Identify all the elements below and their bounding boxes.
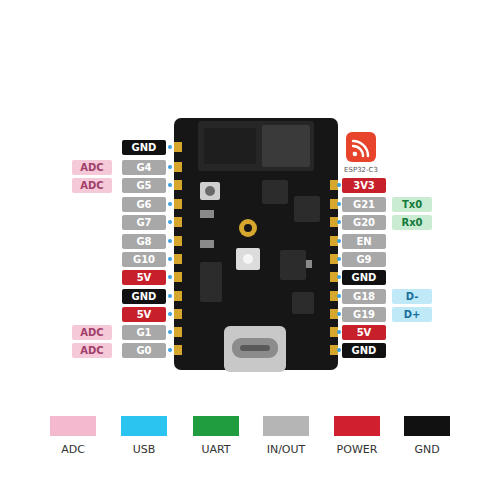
legend-text: USB	[133, 443, 156, 456]
pin-name: GND	[132, 289, 157, 304]
pin-name: G18	[353, 289, 375, 304]
pin-name: G0	[136, 343, 151, 358]
gnd-pin-label: GND	[122, 140, 166, 155]
io-pin-label: G6	[122, 197, 166, 212]
legend-swatch	[404, 416, 450, 436]
legend-text: UART	[201, 443, 230, 456]
pin-name: G9	[356, 252, 371, 267]
io-pin-label: G1	[122, 325, 166, 340]
legend-swatch	[121, 416, 167, 436]
pin-name: G10	[133, 252, 155, 267]
io-pin-label: G18	[342, 289, 386, 304]
pin-name: ADC	[80, 343, 103, 358]
legend-swatch	[263, 416, 309, 436]
io-pin-label: G20	[342, 215, 386, 230]
io-pin-label: G9	[342, 252, 386, 267]
io-pin-label: G19	[342, 307, 386, 322]
io-pin-label: G10	[122, 252, 166, 267]
io-pin-label: G5	[122, 178, 166, 193]
adc-tag: ADC	[72, 178, 112, 193]
pin-name: G1	[136, 325, 151, 340]
pin-name: Tx0	[402, 197, 422, 212]
legend-text: GND	[414, 443, 439, 456]
pin-name: G4	[136, 160, 151, 175]
gnd-pin-label: GND	[122, 289, 166, 304]
pin-name: GND	[132, 140, 157, 155]
usb-tag: D-	[392, 289, 432, 304]
legend-swatch	[50, 416, 96, 436]
pin-name: G19	[353, 307, 375, 322]
pin-name: G20	[353, 215, 375, 230]
io-pin-label: G7	[122, 215, 166, 230]
pin-name: 3V3	[353, 178, 375, 193]
legend-text: POWER	[337, 443, 378, 456]
pin-name: GND	[352, 343, 377, 358]
pin-name: G7	[136, 215, 151, 230]
adc-tag: ADC	[72, 325, 112, 340]
power-pin-label: 5V	[122, 270, 166, 285]
pin-name: ADC	[80, 160, 103, 175]
uart-tag: Rx0	[392, 215, 432, 230]
pin-name: GND	[352, 270, 377, 285]
pin-name: 5V	[137, 270, 152, 285]
io-pin-label: G21	[342, 197, 386, 212]
gnd-pin-label: GND	[342, 343, 386, 358]
power-pin-label: 5V	[342, 325, 386, 340]
pin-name: 5V	[137, 307, 152, 322]
pin-name: Rx0	[401, 215, 422, 230]
legend-text: IN/OUT	[267, 443, 306, 456]
pin-name: ADC	[80, 178, 103, 193]
power-pin-label: 5V	[122, 307, 166, 322]
chip-name: ESP32-C3	[344, 166, 378, 174]
io-pin-label: G4	[122, 160, 166, 175]
io-pin-label: EN	[342, 234, 386, 249]
pin-name: EN	[356, 234, 371, 249]
uart-tag: Tx0	[392, 197, 432, 212]
pin-name: ADC	[80, 325, 103, 340]
usb-tag: D+	[392, 307, 432, 322]
io-pin-label: G8	[122, 234, 166, 249]
pin-name: 5V	[357, 325, 372, 340]
io-pin-label: G0	[122, 343, 166, 358]
pin-name: G5	[136, 178, 151, 193]
power-pin-label: 3V3	[342, 178, 386, 193]
legend-text: ADC	[61, 443, 85, 456]
legend-swatch	[193, 416, 239, 436]
pin-name: G8	[136, 234, 151, 249]
pin-name: G21	[353, 197, 375, 212]
pin-name: G6	[136, 197, 151, 212]
legend-swatch	[334, 416, 380, 436]
pin-name: D-	[406, 289, 419, 304]
adc-tag: ADC	[72, 160, 112, 175]
adc-tag: ADC	[72, 343, 112, 358]
pin-name: D+	[404, 307, 421, 322]
gnd-pin-label: GND	[342, 270, 386, 285]
